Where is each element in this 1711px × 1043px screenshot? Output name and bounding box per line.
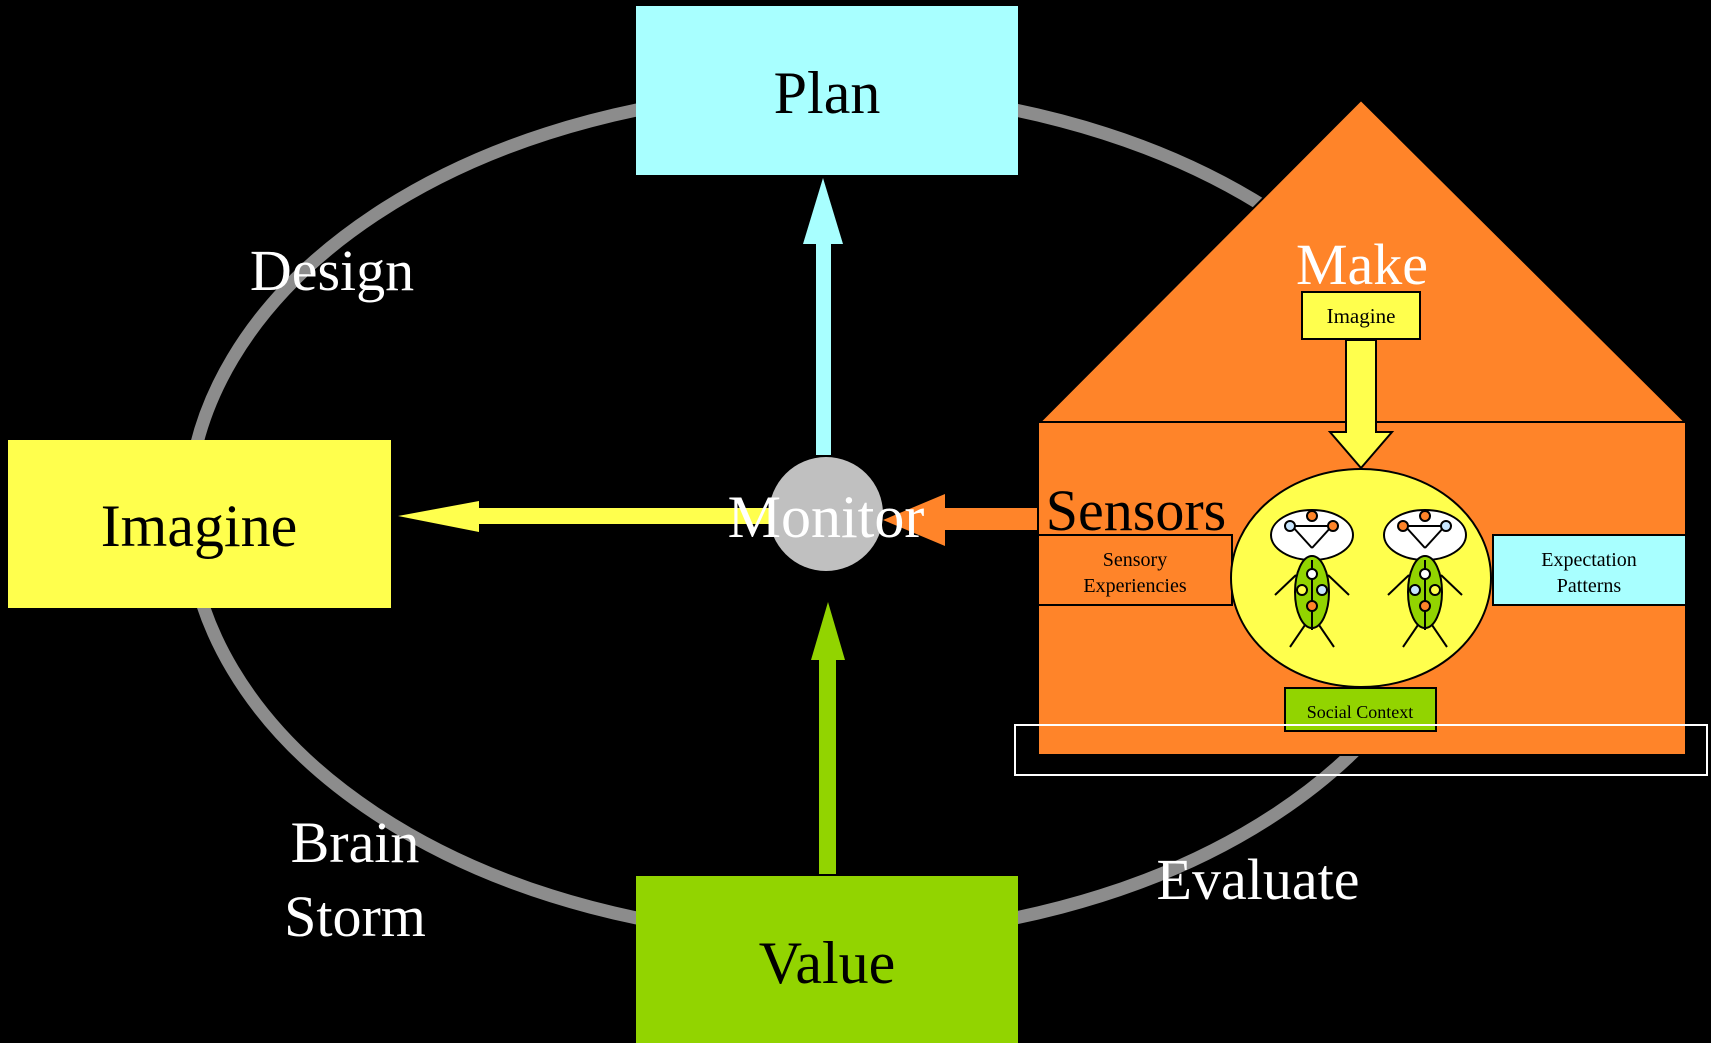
expectation-patterns-box [1492,534,1687,606]
value-label: Value [759,930,896,996]
arrow-from-value [811,602,845,874]
expectation-line1: Expectation [1541,549,1637,571]
person-figure-left [1270,509,1354,648]
brain-label: Brain [291,810,420,875]
arrow-from-sensors [883,494,1040,546]
sensors-label: Sensors [1046,478,1226,543]
social-context-box [1284,687,1437,732]
plan-label: Plan [774,60,881,126]
house-imagine-label: Imagine [1327,304,1396,328]
social-ellipse [1230,468,1492,688]
house-imagine-box [1301,291,1421,340]
value-box [636,876,1018,1043]
storm-label: Storm [284,884,426,949]
social-context-label: Social Context [1307,702,1414,722]
house: Make Imagine Sensors Sensory Experiencie… [1037,98,1688,756]
house-foundation-outline [1014,724,1708,776]
expectation-line2: Patterns [1557,575,1622,597]
evaluate-label: Evaluate [1157,847,1360,912]
arrow-to-imagine [398,501,770,532]
sensory-line1: Sensory [1103,549,1167,571]
person-figure-right [1383,509,1467,648]
arrow-to-plan [803,178,843,455]
make-label: Make [1296,232,1428,297]
monitor-label: Monitor [728,484,925,550]
imagine-box [8,440,391,608]
house-imagine-arrow [1327,339,1395,470]
monitor-circle [769,457,883,571]
imagine-label: Imagine [101,493,298,559]
sensory-line2: Experiencies [1083,575,1186,597]
plan-box [636,6,1018,175]
design-label: Design [250,238,414,303]
sensory-experiences-box [1037,534,1233,606]
